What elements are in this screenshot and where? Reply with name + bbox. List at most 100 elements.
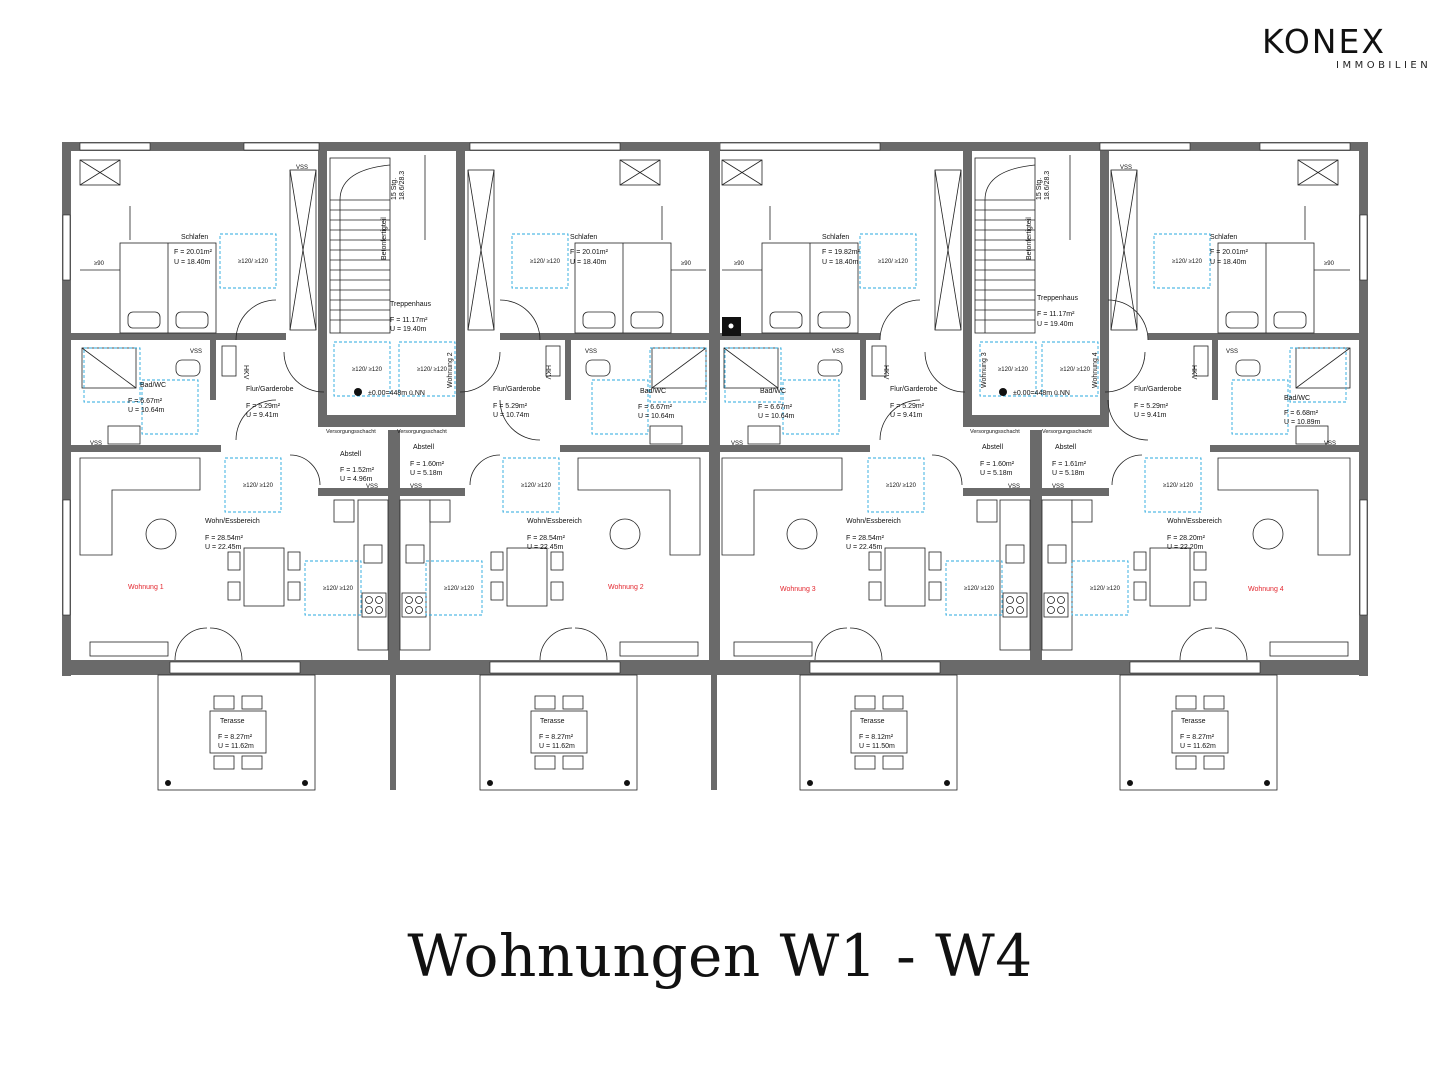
abstell-perim-4: U = 5.18m bbox=[1052, 470, 1085, 477]
dimension-lines bbox=[80, 155, 1350, 271]
hkv-label-2: HKV bbox=[544, 365, 551, 380]
space-label-11: ≥120/ ≥120 bbox=[964, 586, 995, 592]
abstell-area-2: F = 1.60m² bbox=[410, 461, 445, 468]
versorgung-label-4: Versorgungsschacht bbox=[1042, 429, 1092, 435]
wohn-label-2: Wohn/Essbereich bbox=[527, 518, 582, 525]
wohnung-4-label: Wohnung 4 bbox=[1248, 586, 1284, 593]
abstell-label-1: Abstell bbox=[340, 451, 361, 458]
flur-area-1: F = 5.29m² bbox=[246, 403, 281, 410]
wohn-label-4: Wohn/Essbereich bbox=[1167, 518, 1222, 525]
treppenhaus-area-2: F = 11.17m² bbox=[1037, 311, 1075, 318]
bad-area-4: F = 6.68m² bbox=[1284, 410, 1319, 417]
schlafen-area-4: F = 20.01m² bbox=[1210, 249, 1249, 256]
schlafen-label-1: Schlafen bbox=[181, 234, 208, 241]
flur-perim-1: U = 9.41m bbox=[246, 412, 279, 419]
hkv-label-1: HKV bbox=[242, 365, 249, 380]
wohn-area-4: F = 28.20m² bbox=[1167, 535, 1206, 542]
vss-4: VSS bbox=[585, 349, 597, 355]
space-label-15: ≥120/ ≥120 bbox=[998, 367, 1029, 373]
entrance-label-w4: Wohnung 4 bbox=[1092, 352, 1099, 388]
entrance-label-w3: Wohnung 3 bbox=[981, 352, 988, 388]
vss-5: VSS bbox=[366, 484, 378, 490]
flur-label-1: Flur/Garderobe bbox=[246, 386, 294, 393]
terraces bbox=[157, 674, 1278, 791]
terasse-label-2: Terasse bbox=[540, 718, 565, 725]
vss-7: VSS bbox=[731, 441, 743, 447]
konex-logo: KONEX IMMOBILIEN bbox=[1262, 22, 1432, 78]
wohn-area-3: F = 28.54m² bbox=[846, 535, 885, 542]
flur-label-2: Flur/Garderobe bbox=[493, 386, 541, 393]
stg-dim-2: 18.6/28.3 bbox=[1044, 171, 1051, 200]
space-label-9: ≥120/ ≥120 bbox=[323, 586, 354, 592]
wohn-label-3: Wohn/Essbereich bbox=[846, 518, 901, 525]
wohn-perim-3: U = 22.45m bbox=[846, 544, 883, 551]
schlafen-label-4: Schlafen bbox=[1210, 234, 1237, 241]
flur-area-4: F = 5.29m² bbox=[1134, 403, 1169, 410]
space-label-13: ≥120/ ≥120 bbox=[352, 367, 383, 373]
stg-label-1: 15 Stg. bbox=[391, 178, 398, 200]
sofas bbox=[79, 457, 1351, 556]
vss-6: VSS bbox=[410, 484, 422, 490]
stg-label-2: 15 Stg. bbox=[1036, 178, 1043, 200]
dining-tables bbox=[227, 547, 1207, 607]
treppenhaus-area-1: F = 11.17m² bbox=[390, 317, 428, 324]
terasse-perim-2: U = 11.62m bbox=[539, 743, 575, 750]
abstell-perim-2: U = 5.18m bbox=[410, 470, 443, 477]
bad-perim-3: U = 10.64m bbox=[758, 413, 795, 420]
d90-2: ≥90 bbox=[681, 261, 692, 267]
flur-label-3: Flur/Garderobe bbox=[890, 386, 938, 393]
terasse-label-1: Terasse bbox=[220, 718, 245, 725]
terasse-area-1: F = 8.27m² bbox=[218, 734, 253, 741]
logo-wordmark: KONEX bbox=[1262, 22, 1386, 61]
vss-10: VSS bbox=[1226, 349, 1238, 355]
space-label-16: ≥120/ ≥120 bbox=[1060, 367, 1091, 373]
abstell-label-3: Abstell bbox=[982, 444, 1003, 451]
schlafen-perim-1: U = 18.40m bbox=[174, 259, 211, 266]
schlafen-area-2: F = 20.01m² bbox=[570, 249, 609, 256]
schlafen-label-2: Schlafen bbox=[570, 234, 597, 241]
terasse-area-3: F = 8.12m² bbox=[859, 734, 894, 741]
bad-perim-1: U = 10.64m bbox=[128, 407, 165, 414]
schlafen-perim-3: U = 18.40m bbox=[822, 259, 859, 266]
wohn-area-1: F = 28.54m² bbox=[205, 535, 244, 542]
flur-perim-2: U = 10.74m bbox=[493, 412, 530, 419]
staircases bbox=[329, 157, 1036, 334]
vss-3: VSS bbox=[90, 441, 102, 447]
bad-perim-4: U = 10.89m bbox=[1284, 419, 1321, 426]
kitchens bbox=[333, 499, 1093, 651]
wohn-perim-4: U = 22.20m bbox=[1167, 544, 1204, 551]
sideboards bbox=[89, 641, 1349, 657]
vss-13: VSS bbox=[1052, 484, 1064, 490]
treppenhaus-perim-1: U = 19.40m bbox=[390, 326, 427, 333]
schlafen-perim-2: U = 18.40m bbox=[570, 259, 607, 266]
abstell-label-4: Abstell bbox=[1055, 444, 1076, 451]
wohn-perim-1: U = 22.45m bbox=[205, 544, 242, 551]
terasse-perim-1: U = 11.62m bbox=[218, 743, 254, 750]
stg-dim-1: 18.6/28.3 bbox=[399, 171, 406, 200]
versorgung-label-2: Versorgungsschacht bbox=[397, 429, 447, 435]
treppenhaus-label-1: Treppenhaus bbox=[390, 301, 431, 308]
terasse-label-3: Terasse bbox=[860, 718, 885, 725]
flur-area-3: F = 5.29m² bbox=[890, 403, 925, 410]
abstell-label-2: Abstell bbox=[413, 444, 434, 451]
terasse-label-4: Terasse bbox=[1181, 718, 1206, 725]
datum-marker-1 bbox=[354, 388, 362, 396]
hkv-label-3: HKV bbox=[882, 365, 889, 380]
bathrooms bbox=[81, 345, 1351, 445]
wohnung-2-label: Wohnung 2 bbox=[608, 584, 644, 591]
flur-perim-4: U = 9.41m bbox=[1134, 412, 1167, 419]
room-labels: Schlafen F = 20.01m² U = 18.40m Flur/Gar… bbox=[90, 165, 1336, 750]
flur-area-2: F = 5.29m² bbox=[493, 403, 528, 410]
vss-12: VSS bbox=[1008, 484, 1020, 490]
d90-1: ≥90 bbox=[94, 261, 105, 267]
entrance-label-w2: Wohnung 2 bbox=[447, 352, 454, 388]
clearance-areas bbox=[83, 233, 1347, 616]
terasse-area-2: F = 8.27m² bbox=[539, 734, 574, 741]
wohn-area-2: F = 28.54m² bbox=[527, 535, 566, 542]
space-label-14: ≥120/ ≥120 bbox=[417, 367, 448, 373]
wohnung-3-label: Wohnung 3 bbox=[780, 586, 816, 593]
bad-label-1: Bad/WC bbox=[140, 382, 166, 389]
terasse-area-4: F = 8.27m² bbox=[1180, 734, 1215, 741]
beds bbox=[119, 242, 1315, 334]
abstell-area-4: F = 1.61m² bbox=[1052, 461, 1087, 468]
